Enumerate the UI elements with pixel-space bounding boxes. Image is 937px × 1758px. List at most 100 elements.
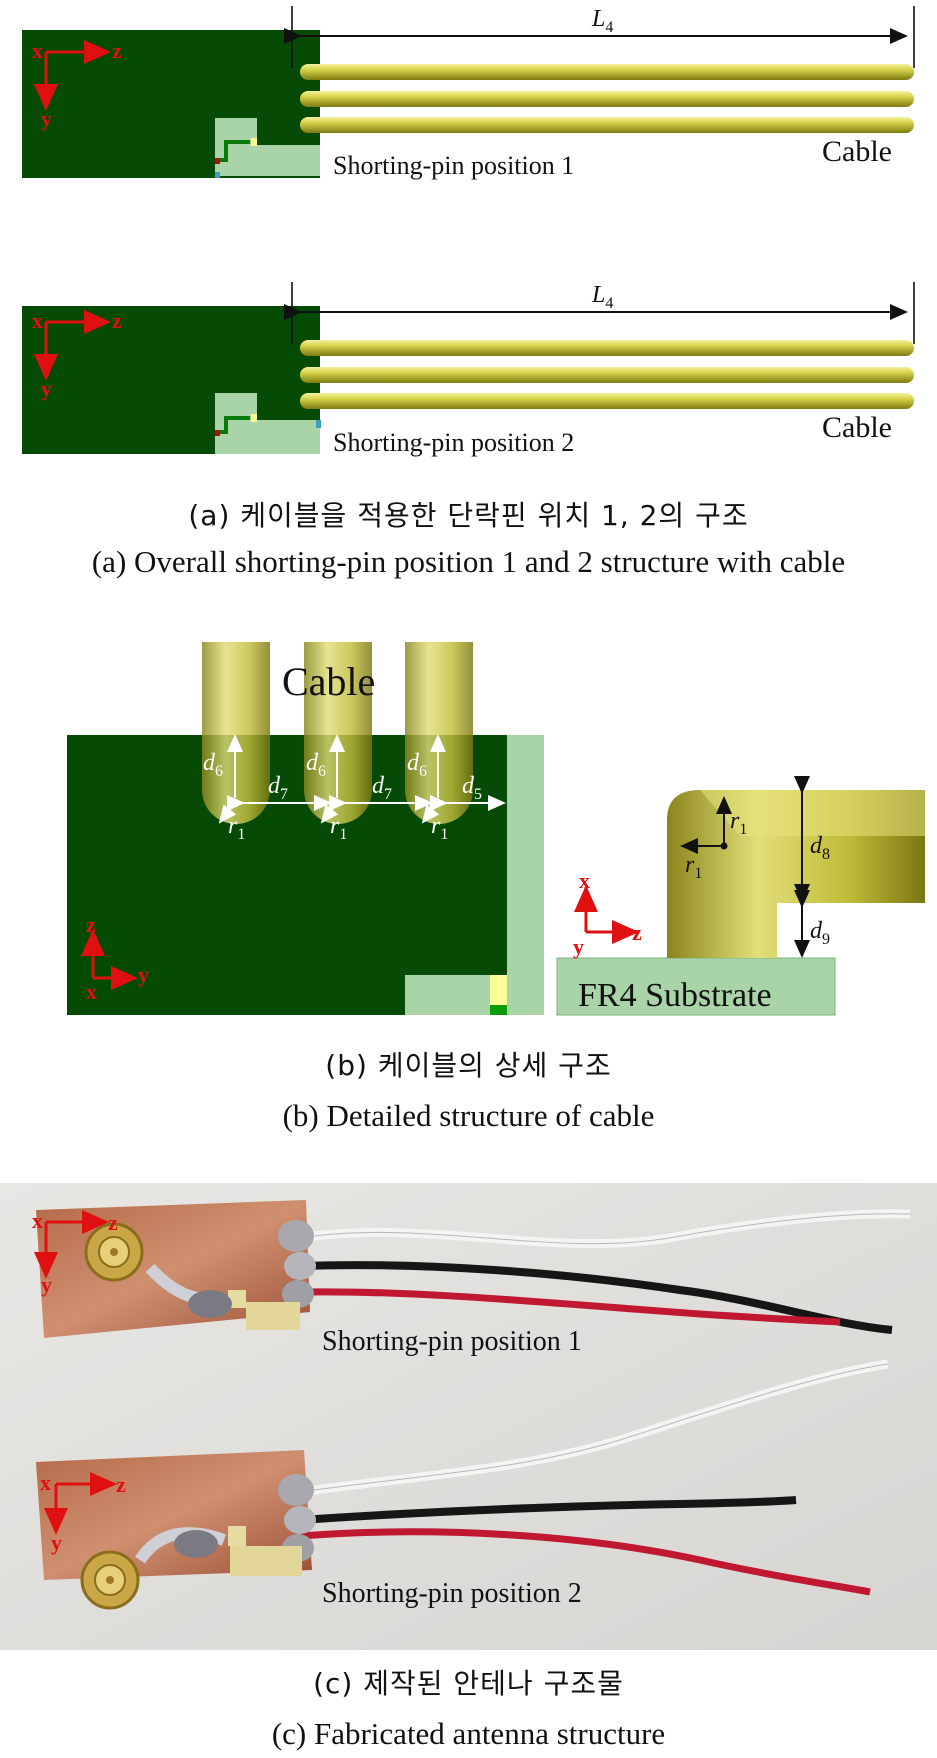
dim-sub: 7 bbox=[384, 786, 392, 803]
dim-sub: 1 bbox=[339, 826, 347, 843]
feed-pad bbox=[257, 420, 320, 454]
fr4-substrate bbox=[556, 957, 836, 1016]
corner-center-dot bbox=[720, 842, 728, 850]
solder-joint bbox=[278, 1474, 314, 1506]
dim-label-d6: d6 bbox=[407, 750, 427, 780]
dim-sub: 8 bbox=[822, 846, 830, 863]
dim-sub: 1 bbox=[739, 821, 747, 838]
panel-b-right: FR4 Substrate r1 r1 d8 d9 x y z bbox=[556, 776, 925, 1016]
axis-label-z: z bbox=[116, 1472, 126, 1497]
caption-b-korean: (b) 케이블의 상세 구조 bbox=[325, 1049, 612, 1082]
shorting-pin-marker bbox=[251, 138, 257, 146]
feed-pad bbox=[215, 118, 257, 176]
cable-black bbox=[299, 1496, 797, 1524]
axis-label-y: y bbox=[573, 934, 584, 959]
cable bbox=[300, 393, 914, 409]
dim-symbol: d bbox=[462, 773, 475, 799]
dim-label-d6: d6 bbox=[203, 750, 223, 780]
radius-arrow-r1 bbox=[218, 802, 237, 824]
dim-sub: 1 bbox=[237, 826, 245, 843]
dim-symbol: d bbox=[268, 773, 281, 799]
dim-sub: 6 bbox=[318, 763, 326, 780]
sma-pin bbox=[106, 1576, 114, 1584]
dim-symbol: r bbox=[431, 813, 441, 839]
dimension-symbol: L bbox=[591, 6, 605, 32]
dim-symbol: r bbox=[730, 808, 740, 834]
cable-set bbox=[300, 340, 914, 409]
dim-symbol: r bbox=[685, 852, 695, 878]
position-label: Shorting-pin position 2 bbox=[333, 428, 574, 457]
cable bbox=[304, 642, 372, 824]
shorting-pin-marker bbox=[215, 430, 220, 436]
dimension-symbol: L bbox=[591, 282, 605, 308]
dim-sub: 6 bbox=[419, 763, 427, 780]
dim-sub: 7 bbox=[280, 786, 288, 803]
caption-c-english: (c) Fabricated antenna structure bbox=[271, 1716, 666, 1751]
axis-label-y: y bbox=[41, 1272, 52, 1297]
panel-b-left: Cable d6 d6 d6 d7 d7 d5 r1 r1 r1 z y x bbox=[67, 642, 544, 1015]
axis-label-z: z bbox=[112, 38, 122, 63]
cable bbox=[300, 117, 914, 133]
dim-label-d7: d7 bbox=[372, 773, 392, 803]
dim-symbol: d bbox=[203, 750, 216, 776]
dim-label-r1: r1 bbox=[330, 813, 347, 843]
solder-joint bbox=[282, 1280, 314, 1308]
position-label: Shorting-pin position 1 bbox=[333, 151, 574, 180]
dim-symbol: d bbox=[810, 918, 823, 944]
dimension-subscript: 4 bbox=[605, 295, 613, 312]
fabricated-antenna-2: x z y Shorting-pin position 2 bbox=[36, 1359, 889, 1610]
axis-label-x: x bbox=[32, 38, 43, 63]
axis-label-y: y bbox=[41, 376, 52, 401]
shorting-pin-marker bbox=[251, 414, 257, 422]
axis-label-z: z bbox=[632, 920, 642, 945]
solder-joint bbox=[278, 1220, 314, 1252]
dim-label-d6: d6 bbox=[306, 750, 326, 780]
cable-white-edge bbox=[299, 1213, 911, 1245]
panel-c-photo: x z y Shorting-pin position 1 x z bbox=[0, 1183, 937, 1650]
cable-red bbox=[299, 1528, 871, 1596]
axis-label-x: x bbox=[32, 1208, 43, 1233]
sma-pin bbox=[110, 1248, 118, 1256]
dim-label-d9: d9 bbox=[810, 918, 830, 948]
shorting-pin-marker bbox=[215, 158, 220, 164]
feed-pad bbox=[257, 145, 320, 176]
cable bbox=[202, 642, 270, 824]
axis-label-y: y bbox=[138, 962, 149, 987]
shorting-pin-marker bbox=[490, 1005, 507, 1015]
position-label: Shorting-pin position 1 bbox=[322, 1326, 582, 1357]
dim-symbol: r bbox=[228, 813, 238, 839]
radius-arrow-r1 bbox=[421, 802, 440, 824]
cable-red bbox=[299, 1288, 841, 1326]
caption-b-english: (b) Detailed structure of cable bbox=[282, 1098, 655, 1133]
caption-c-korean: (c) 제작된 안테나 구조물 bbox=[313, 1667, 624, 1700]
cable bbox=[300, 64, 914, 80]
axis-label-x: x bbox=[86, 979, 97, 1004]
axis-label-x: x bbox=[579, 868, 590, 893]
axis-label-z: z bbox=[112, 308, 122, 333]
dim-label-r1: r1 bbox=[228, 813, 245, 843]
shorting-pin-marker bbox=[490, 975, 507, 1005]
dim-sub: 5 bbox=[474, 786, 482, 803]
cable-label: Cable bbox=[822, 135, 892, 168]
axis-label-z: z bbox=[108, 1210, 118, 1235]
solder-joint bbox=[284, 1506, 316, 1534]
dimension-label-l4: L4 bbox=[591, 282, 613, 312]
solder-joint bbox=[188, 1290, 232, 1318]
cable bbox=[300, 367, 914, 383]
dimension-subscript: 4 bbox=[605, 19, 613, 36]
dim-sub: 9 bbox=[822, 931, 830, 948]
dim-label-r1: r1 bbox=[685, 852, 702, 882]
dim-symbol: d bbox=[306, 750, 319, 776]
cable-white-edge bbox=[299, 1363, 889, 1493]
dim-symbol: d bbox=[810, 833, 823, 859]
position-label: Shorting-pin position 2 bbox=[322, 1578, 582, 1609]
axis-label-y: y bbox=[41, 106, 52, 131]
radius-arrow-r1 bbox=[320, 802, 339, 824]
feed-line bbox=[218, 416, 250, 434]
dim-label-d7: d7 bbox=[268, 773, 288, 803]
bent-cable-top bbox=[700, 790, 925, 836]
axis-label-x: x bbox=[40, 1470, 51, 1495]
fabricated-antenna-1: x z y Shorting-pin position 1 bbox=[32, 1200, 911, 1357]
dim-symbol: r bbox=[330, 813, 340, 839]
